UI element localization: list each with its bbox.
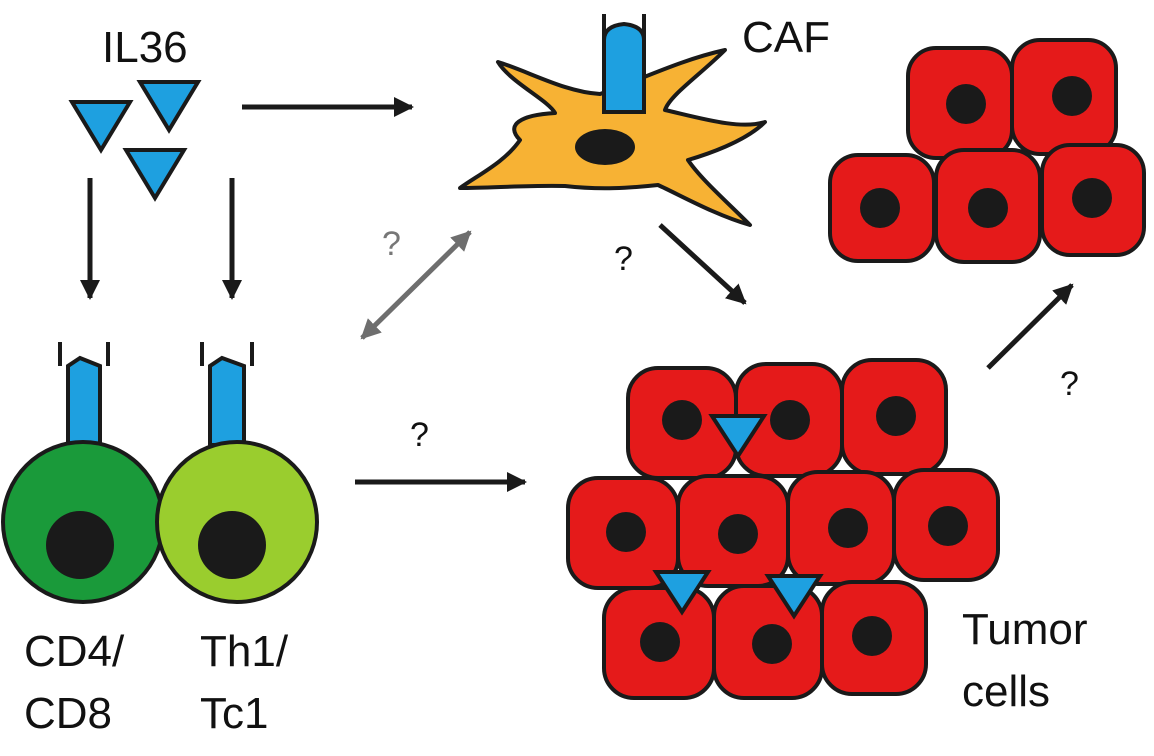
caf-label: CAF [742,13,830,62]
tumor-nucleus [828,508,868,548]
th1-nucleus [198,511,266,579]
tumor-nucleus [928,506,968,546]
t-cells [1,342,319,604]
interaction-arrows [355,223,1074,492]
tumor-nucleus [1052,76,1092,116]
cd4-receptor [66,355,102,447]
arrow-tumor-to-cluster [986,283,1074,370]
il36-triangle-tumor-1 [708,414,768,460]
tumor-cluster-lower [566,358,1000,700]
tumor-nucleus [662,400,702,440]
tumor-nucleus [606,512,646,552]
tumor-nucleus [640,622,680,662]
caf-cell [458,14,767,227]
caf-receptor [602,21,646,114]
question-tumor-cluster: ? [1060,365,1079,403]
tumor-nucleus [946,84,986,124]
tumor-nucleus [718,514,758,554]
il36-label: IL36 [102,23,188,72]
th1-receptor [208,355,246,447]
il36-ligands [68,80,202,202]
il36-triangle-tumor-2 [652,570,712,616]
tumor-nucleus [852,616,892,656]
il36-triangle-1 [68,100,134,154]
arrow-tcell-caf-bidirectional [360,230,472,340]
cd4-nucleus [46,511,114,579]
tumor-label-line1: Tumor [962,605,1088,654]
tumor-nucleus [770,400,810,440]
tumor-nucleus [860,188,900,228]
arrow-caf-to-tumor [658,223,747,305]
ligand-arrows [80,97,414,300]
tumor-label-line2: cells [962,667,1050,716]
question-tcell-tumor: ? [410,416,429,454]
tumor-nucleus [876,396,916,436]
il36-triangle-2 [136,80,202,134]
question-tcell-caf: ? [382,225,401,263]
il36-triangle-tumor-3 [764,574,824,620]
tumor-nucleus [752,624,792,664]
il36-triangle-3 [122,148,188,202]
th1-label-line2: Tc1 [200,689,268,738]
cd4-label-line2: CD8 [24,689,112,738]
question-caf-tumor: ? [614,240,633,278]
th1-label-line1: Th1/ [200,627,289,676]
tumor-nucleus [968,188,1008,228]
caf-nucleus [575,129,635,165]
tumor-nucleus [1072,178,1112,218]
tumor-cluster-upper [828,38,1146,264]
cd4-label-line1: CD4/ [24,627,125,676]
